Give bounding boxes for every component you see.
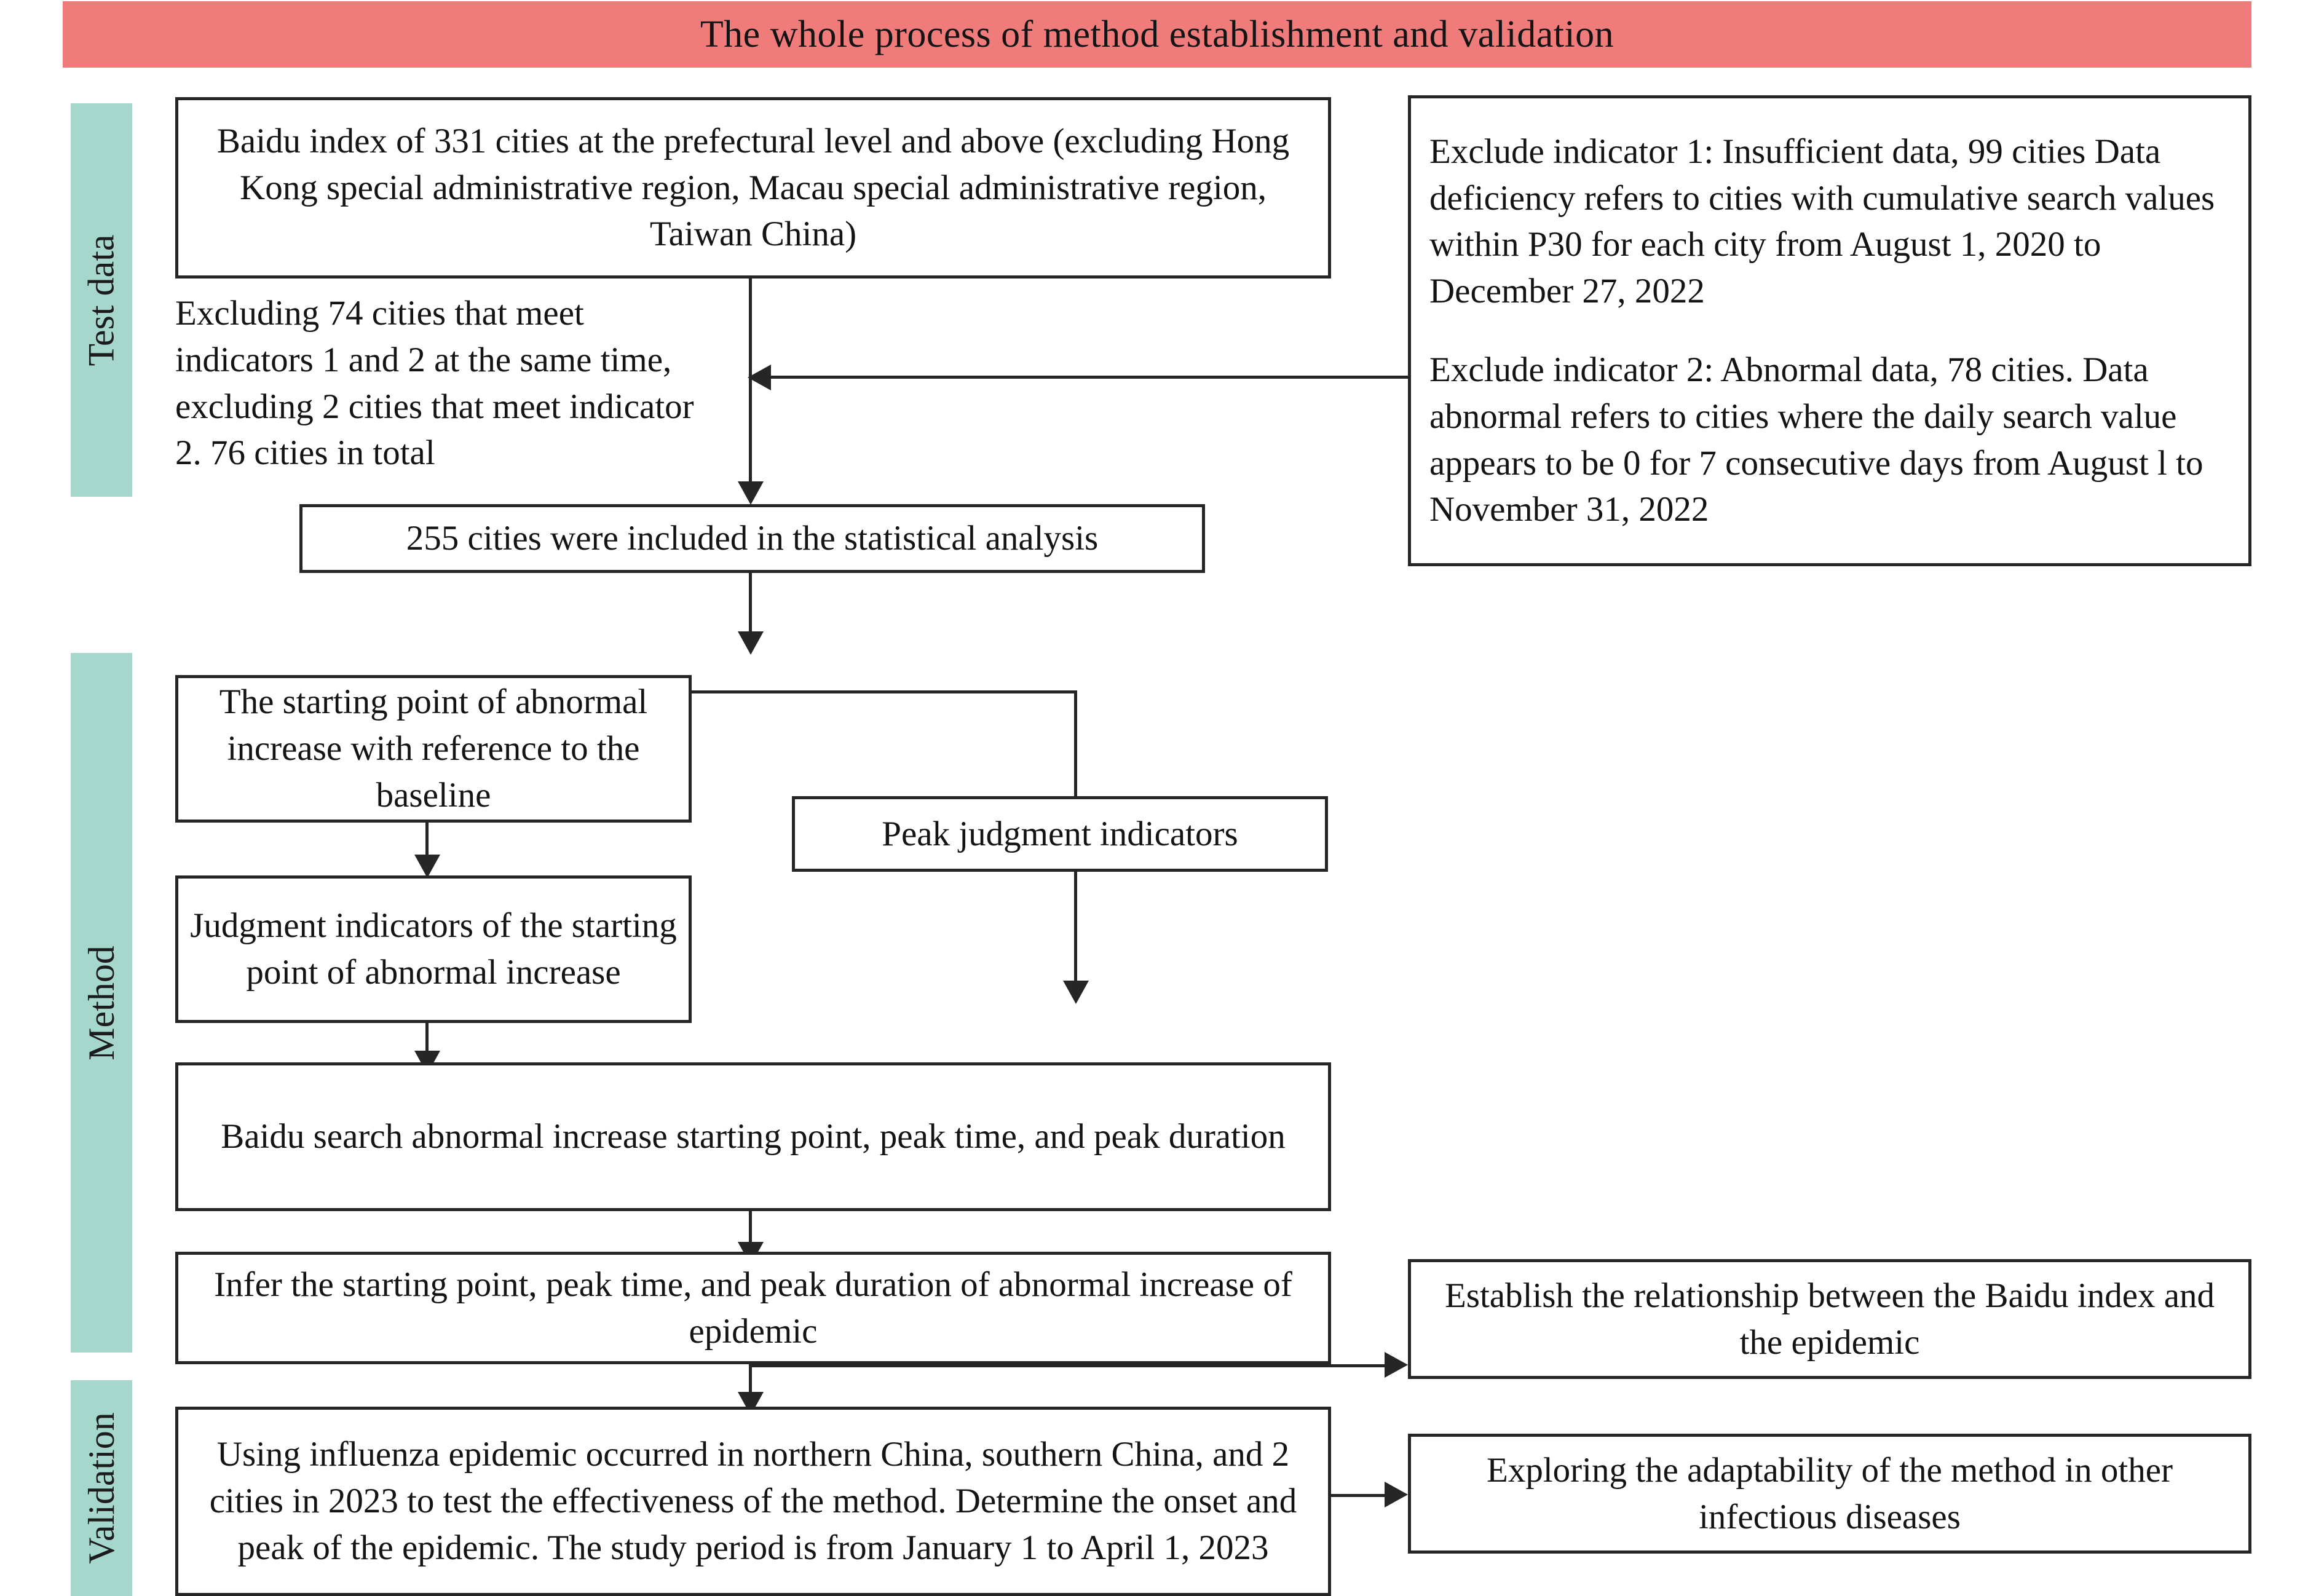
connector-starting-to-judgment (425, 823, 429, 855)
node-text: Exploring the adaptability of the method… (1487, 1450, 2173, 1536)
section-label-text: Test data (81, 234, 122, 366)
node-judgment-indicators: Judgment indicators of the starting poin… (175, 875, 692, 1023)
connector-split-bar (425, 690, 1077, 693)
arrowhead-split-right (1063, 981, 1089, 1004)
section-label-test-data: Test data (71, 103, 132, 497)
section-label-method: Method (71, 653, 132, 1353)
connector-included-down (749, 573, 752, 631)
section-label-text: Method (81, 945, 122, 1061)
connector-search-to-infer (749, 1211, 752, 1242)
node-establish-relationship: Establish the relationship between the B… (1408, 1259, 2251, 1379)
note-text: Excluding 74 cities that meet indicators… (175, 294, 694, 473)
node-text: Baidu index of 331 cities at the prefect… (216, 121, 1290, 254)
connector-validation-to-exploring (1331, 1494, 1388, 1497)
node-text: Using influenza epidemic occurred in nor… (209, 1435, 1297, 1567)
arrowhead-exclude-to-main (748, 365, 771, 390)
node-starting-point: The starting point of abnormal increase … (175, 675, 692, 823)
node-baidu-index: Baidu index of 331 cities at the prefect… (175, 97, 1331, 279)
spacer (1429, 315, 2230, 347)
arrowhead-starting-to-judgment (414, 855, 440, 878)
node-validation-study: Using influenza epidemic occurred in nor… (175, 1407, 1331, 1596)
connector-infer-down (749, 1364, 752, 1392)
page-title: The whole process of method establishmen… (700, 13, 1615, 55)
node-text: Establish the relationship between the B… (1444, 1276, 2215, 1362)
node-exploring-adaptability: Exploring the adaptability of the method… (1408, 1434, 2251, 1554)
connector-judgment-to-baidu-search (425, 1023, 429, 1051)
node-peak-judgment: Peak judgment indicators (792, 796, 1328, 872)
arrowhead-included-down (738, 631, 764, 655)
note-excluding-cities: Excluding 74 cities that meet indicators… (175, 290, 729, 476)
node-text: Judgment indicators of the starting poin… (190, 906, 677, 992)
node-text: Baidu search abnormal increase starting … (221, 1117, 1286, 1156)
node-exclude-indicators: Exclude indicator 1: Insufficient data, … (1408, 95, 2251, 566)
connector-exclude-to-main (762, 376, 1409, 379)
title-banner: The whole process of method establishmen… (63, 1, 2251, 68)
node-baidu-search-result: Baidu search abnormal increase starting … (175, 1062, 1331, 1211)
node-text: Infer the starting point, peak time, and… (214, 1265, 1292, 1351)
arrowhead-infer-to-establish (1385, 1352, 1408, 1378)
arrowhead-validation-to-exploring (1385, 1482, 1408, 1507)
node-text-exclude-indicator-2: Exclude indicator 2: Abnormal data, 78 c… (1429, 350, 2203, 529)
node-infer-epidemic: Infer the starting point, peak time, and… (175, 1252, 1331, 1364)
node-text: 255 cities were included in the statisti… (406, 519, 1099, 558)
node-text: Peak judgment indicators (882, 814, 1238, 853)
connector-infer-to-establish (749, 1364, 1385, 1367)
node-text-exclude-indicator-1: Exclude indicator 1: Insufficient data, … (1429, 132, 2215, 311)
section-label-validation: Validation (71, 1380, 132, 1596)
arrowhead-to-included (738, 481, 764, 505)
section-label-text: Validation (81, 1412, 122, 1564)
node-text: The starting point of abnormal increase … (219, 682, 648, 815)
node-included-cities: 255 cities were included in the statisti… (299, 504, 1205, 573)
